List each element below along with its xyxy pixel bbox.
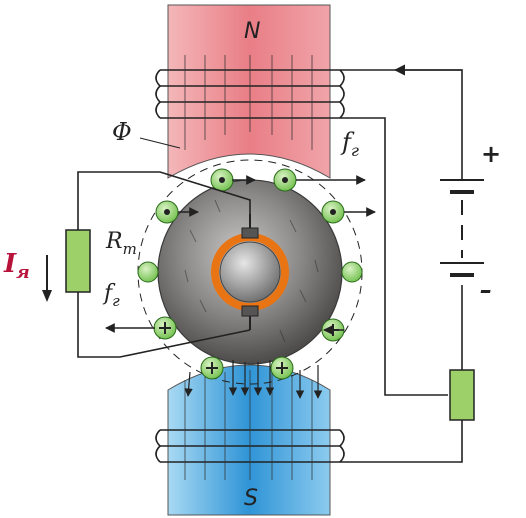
- conductor-dot-2: [273, 168, 297, 192]
- battery-minus-label: –: [480, 276, 492, 304]
- conductor-plus-4: [270, 356, 294, 380]
- flux-label: Φ: [112, 118, 132, 146]
- force-left-label: fг: [102, 281, 120, 310]
- south-label: S: [244, 486, 258, 511]
- conductor-plain-2: [341, 261, 363, 283]
- conductor-plus-1: [153, 316, 177, 340]
- conductor-dot-3: [155, 200, 179, 224]
- commutator: [211, 233, 289, 311]
- brush-bottom: [241, 305, 259, 330]
- brush-top: [241, 214, 259, 239]
- flux-arrows: [184, 360, 323, 399]
- north-pole: [155, 4, 345, 179]
- force-top-label: fг: [340, 128, 359, 160]
- circuit-wires: [77, 69, 463, 463]
- armature-conductors: [137, 168, 363, 380]
- south-pole: [155, 364, 345, 516]
- north-label: N: [244, 19, 260, 44]
- current-arrow: [42, 255, 52, 302]
- conductor-plus-3: [200, 356, 224, 380]
- armature-resistor: [65, 229, 91, 293]
- conductor-plain-1: [137, 261, 159, 283]
- conductor-dot-1: [210, 168, 234, 192]
- flux-leader: [139, 137, 181, 149]
- conductor-dot-4: [321, 200, 345, 224]
- battery: [440, 179, 484, 277]
- resistor-label: Rт: [105, 229, 137, 258]
- current-label: Iя: [3, 249, 30, 283]
- rheostat: [449, 369, 475, 421]
- force-arrows: [105, 175, 376, 335]
- battery-plus-label: +: [481, 140, 501, 168]
